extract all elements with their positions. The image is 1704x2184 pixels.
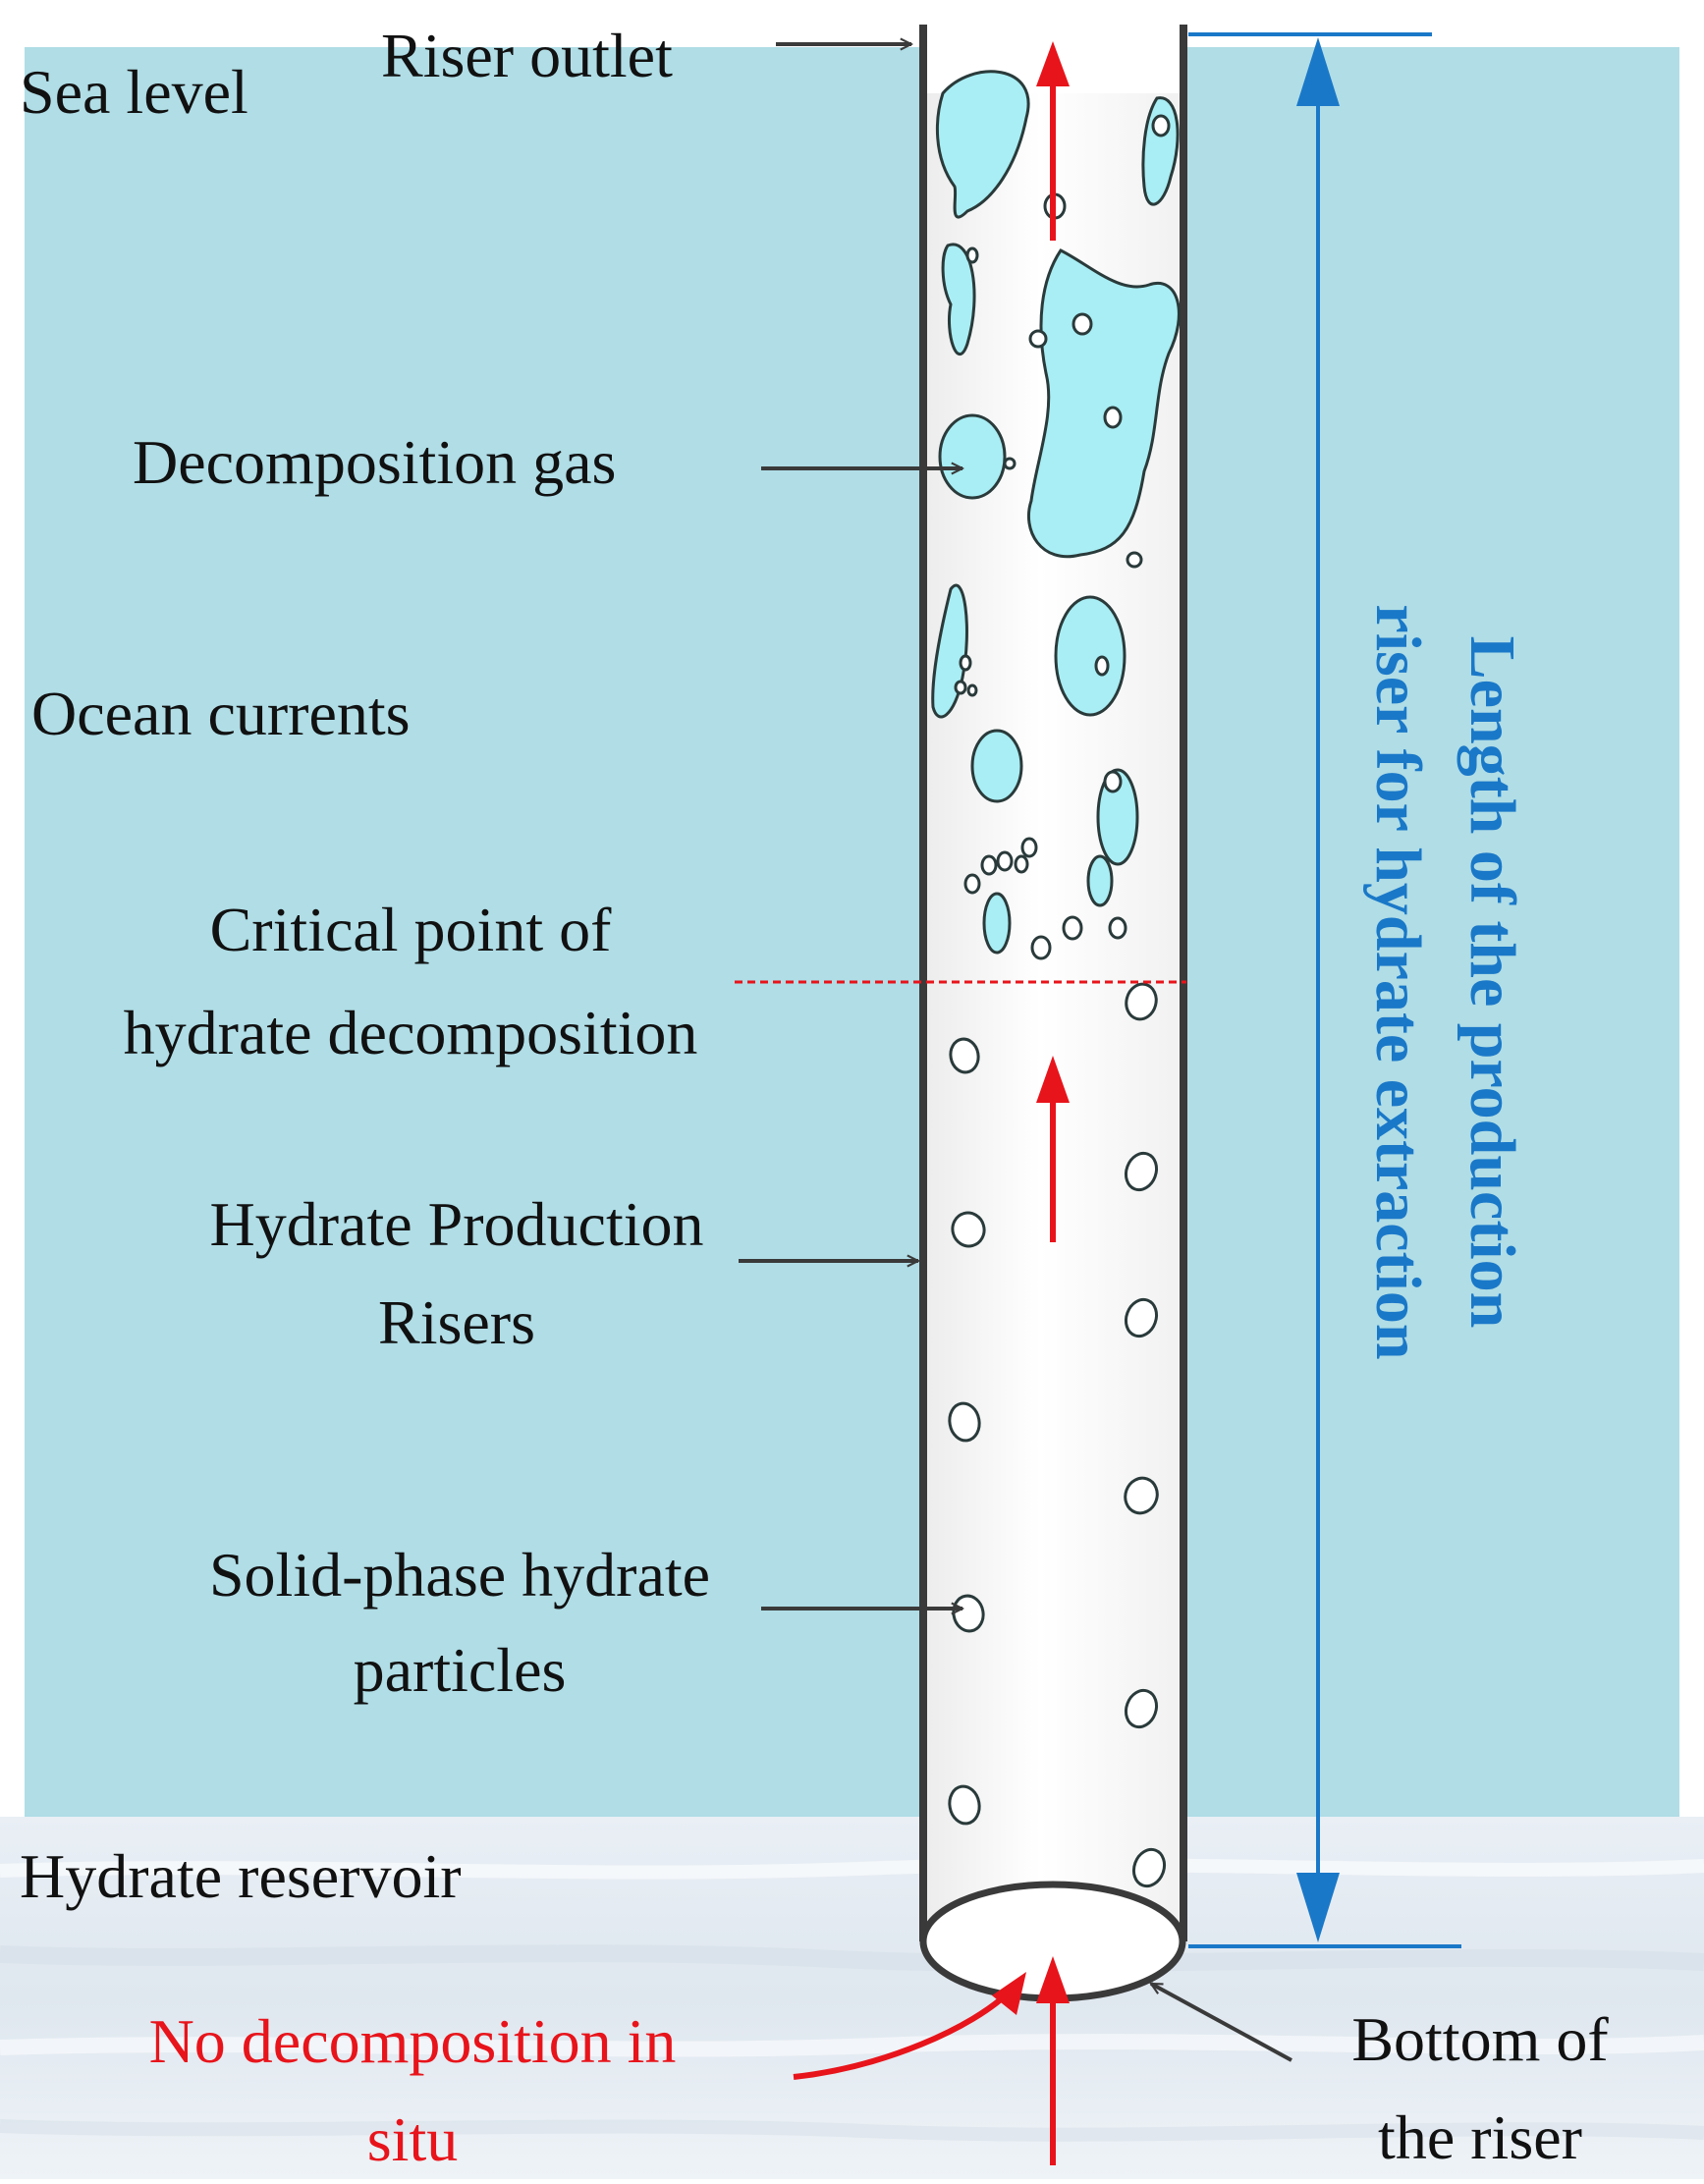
flow-arrow-middle	[1036, 1056, 1070, 1242]
production-risers-label-line2: Risers	[378, 1287, 535, 1357]
riser-outlet-label: Riser outlet	[381, 21, 673, 90]
solid-particles-label-line2: particles	[354, 1635, 567, 1705]
flow-arrows	[793, 41, 1070, 2165]
callout-arrows	[739, 44, 1292, 2062]
flow-arrow-curved	[793, 1972, 1026, 2080]
sea-level-label: Sea level	[20, 57, 248, 127]
length-dimension	[1188, 32, 1461, 1948]
flow-arrow-upper	[1036, 41, 1070, 241]
length-label-line1: Length of the production	[1457, 636, 1528, 1329]
decomposition-gas-bubbles	[931, 70, 1181, 955]
reservoir-region	[0, 1817, 1704, 2179]
critical-point-label-line1: Critical point of	[210, 895, 613, 964]
flow-arrow-bottom	[1036, 1956, 1070, 2165]
hydrate-reservoir-label: Hydrate reservoir	[20, 1841, 462, 1911]
bottom-of-riser-arrow	[1151, 1982, 1292, 2062]
sea-region	[25, 47, 1679, 1817]
bottom-of-riser-label-line1: Bottom of	[1351, 2004, 1609, 2074]
no-decomposition-label-line2: situ	[367, 2104, 458, 2174]
solid-particles-label-line1: Solid-phase hydrate	[209, 1540, 710, 1610]
critical-point-label-line2: hydrate decomposition	[124, 998, 698, 1067]
bottom-of-riser-label-line2: the riser	[1378, 2102, 1582, 2172]
production-risers-label-line1: Hydrate Production	[210, 1189, 704, 1259]
no-decomposition-label-line1: No decomposition in	[149, 2006, 677, 2076]
solid-hydrate-particles	[948, 982, 1167, 1888]
decomposition-gas-label: Decomposition gas	[133, 427, 616, 497]
length-label-line2: riser for hydrate extraction	[1362, 604, 1434, 1359]
ocean-currents-label: Ocean currents	[31, 679, 411, 748]
